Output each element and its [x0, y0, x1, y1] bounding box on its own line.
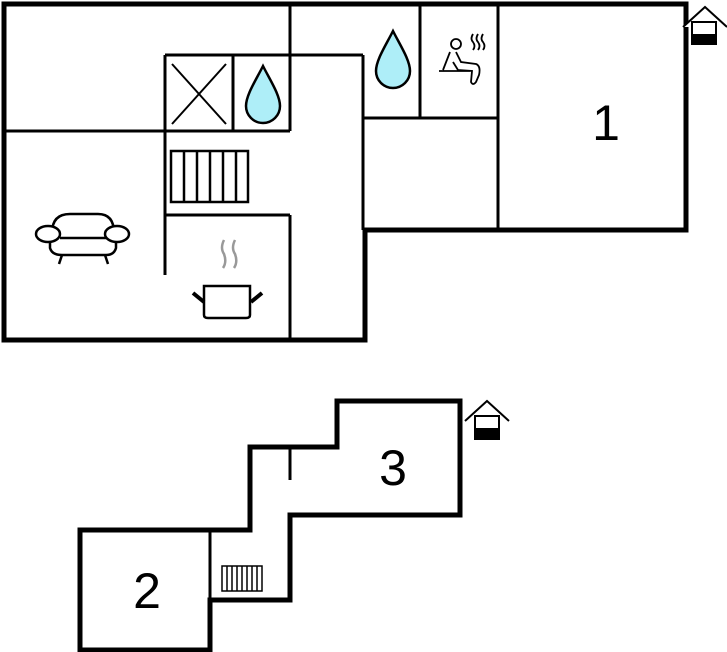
entrance-house-icon	[682, 5, 727, 45]
radiator-icon	[221, 565, 263, 592]
storage-cross-icon	[171, 63, 227, 125]
ground-floor-interior-walls	[4, 4, 500, 340]
upper-floor-interior-walls	[208, 447, 292, 600]
water-drop-icon	[374, 28, 412, 90]
water-drop-icon	[244, 63, 282, 125]
sauna-icon	[439, 33, 486, 85]
radiator-icon	[169, 149, 250, 204]
kitchen-pot-icon	[191, 239, 264, 320]
sofa-icon	[34, 212, 131, 265]
ground-floor-outer-wall	[1, 1, 689, 343]
upper-floor-outer-wall	[77, 398, 463, 652]
entrance-house-icon	[464, 399, 510, 440]
room-label-1: 1	[592, 95, 620, 151]
room-label-3: 3	[379, 440, 407, 496]
room-label-2: 2	[133, 563, 161, 619]
